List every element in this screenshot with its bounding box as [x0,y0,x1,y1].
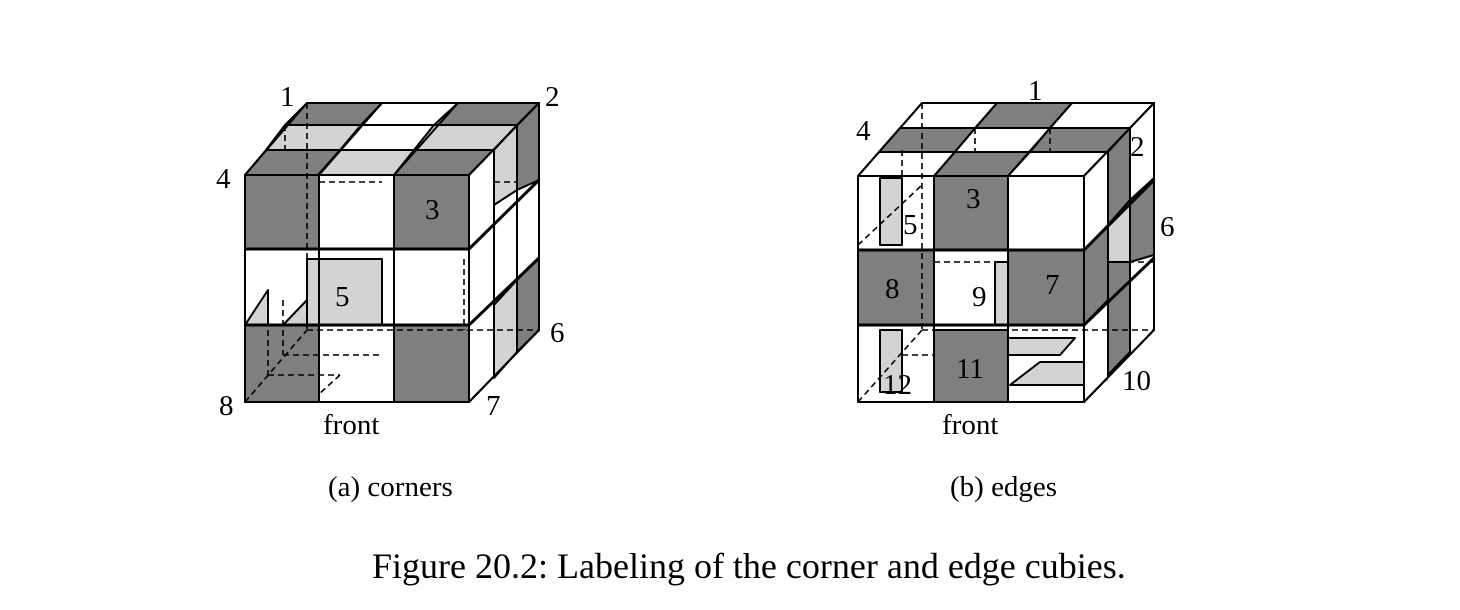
edge-label-2: 2 [1130,131,1145,163]
corner-face-label-3: 3 [425,194,440,226]
edge-label-10: 10 [1122,365,1151,397]
front-dark-bottom-right [393,324,470,403]
figure-caption: Figure 20.2: Labeling of the corner and … [372,546,1126,586]
edge-label-3: 3 [966,183,981,215]
front-light-center [994,261,1009,326]
edges-subcaption: (b) edges [950,471,1057,503]
corner-vertex-label-1: 1 [280,81,295,113]
grid-line [467,256,541,327]
corners-cube [244,102,541,403]
edge-label-12: 12 [883,369,912,401]
corner-vertex-label-8: 8 [219,390,234,422]
grid-line [318,102,383,176]
front-light-top-left [879,177,903,246]
edge-label-11: 11 [956,353,984,385]
edge-front-label: front [942,409,998,441]
grid-line [1082,256,1156,327]
edge-label-9: 9 [972,281,987,313]
edges-cube [857,102,1156,403]
edge-label-8: 8 [885,273,900,305]
front-dark-top [933,175,1009,251]
grid-line [393,102,459,176]
edge-label-7: 7 [1045,269,1060,301]
corners-subcaption: (a) corners [328,471,453,503]
corner-vertex-label-2: 2 [545,81,560,113]
grid-line [1007,102,1073,177]
front-dark-bottom-left [244,324,320,403]
grid-line [1082,178,1156,252]
edge-label-5: 5 [903,209,918,241]
hidden-edges [244,103,539,403]
edge-label-6: 6 [1160,211,1175,243]
corner-vertex-label-4: 4 [216,163,231,195]
corner-vertex-label-6: 6 [550,317,565,349]
edge-label-4: 4 [856,115,871,147]
front-dark-top-left [244,174,320,250]
grid-line [933,102,998,177]
corner-face-label-5: 5 [335,281,350,313]
edge-label-1: 1 [1028,75,1043,107]
corner-front-label: front [323,409,379,441]
grid-line [467,178,541,251]
hidden-edges [857,103,1154,403]
corner-vertex-label-7: 7 [486,390,501,422]
